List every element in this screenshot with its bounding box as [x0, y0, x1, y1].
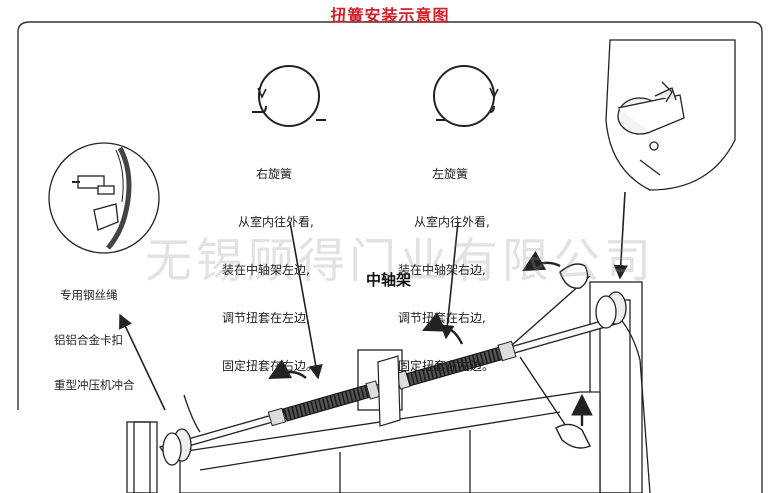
- lift-cable: [183, 394, 201, 433]
- cable-clamp-detail: [48, 142, 160, 254]
- right-spring-line: 从室内往外看,: [238, 215, 314, 229]
- left-spring-line: 固定扭套在左边。: [398, 359, 495, 373]
- right-spring-rotation-icon: [252, 65, 326, 127]
- rotation-arrows: [268, 250, 593, 426]
- left-spring-description: 左旋簧 从室内往外看, 装在中轴架右边, 调节扭套在右边, 固定扭套在左边。: [398, 134, 494, 390]
- right-spring-line: 调节扭套在左边,: [222, 311, 310, 325]
- cable-drum-right: [595, 291, 627, 329]
- watermark: 无锡顾得门业有限公司: [145, 234, 655, 289]
- spring-cones: [267, 340, 517, 427]
- bracket-detail: [605, 39, 736, 191]
- center-bracket-label: 中轴架: [366, 271, 412, 289]
- center-bracket: [377, 355, 401, 427]
- cable-note-line: 铝铝合金卡扣: [54, 333, 123, 347]
- left-spring-rotation-icon: [433, 65, 499, 127]
- cable-note-line: 专用钢丝绳: [60, 288, 118, 302]
- right-spring-line: 固定扭套在右边。: [222, 359, 319, 373]
- left-spring-line: 从室内往外看,: [414, 215, 490, 229]
- cable-drum-left: [162, 428, 192, 466]
- panel-frame: [17, 21, 763, 493]
- left-spring-heading: 左旋簧: [432, 167, 469, 181]
- cable-note: 专用钢丝绳 铝铝合金卡扣 重型冲压机冲合: [54, 258, 135, 408]
- pointer-arrows: [119, 191, 628, 411]
- right-spring-line: 装在中轴架左边,: [222, 263, 310, 277]
- adjust-bars: [511, 263, 591, 449]
- door-frame: [126, 281, 651, 493]
- left-spring-line: 装在中轴架右边,: [398, 263, 486, 277]
- cable-note-line: 重型冲压机冲合: [54, 378, 135, 392]
- right-spring-heading: 右旋簧: [256, 167, 293, 181]
- left-spring-line: 调节扭套在右边,: [398, 311, 486, 325]
- right-spring-description: 右旋簧 从室内往外看, 装在中轴架左边, 调节扭套在左边, 固定扭套在右边。: [222, 134, 318, 390]
- page-title: 扭簧安装示意图: [330, 6, 450, 25]
